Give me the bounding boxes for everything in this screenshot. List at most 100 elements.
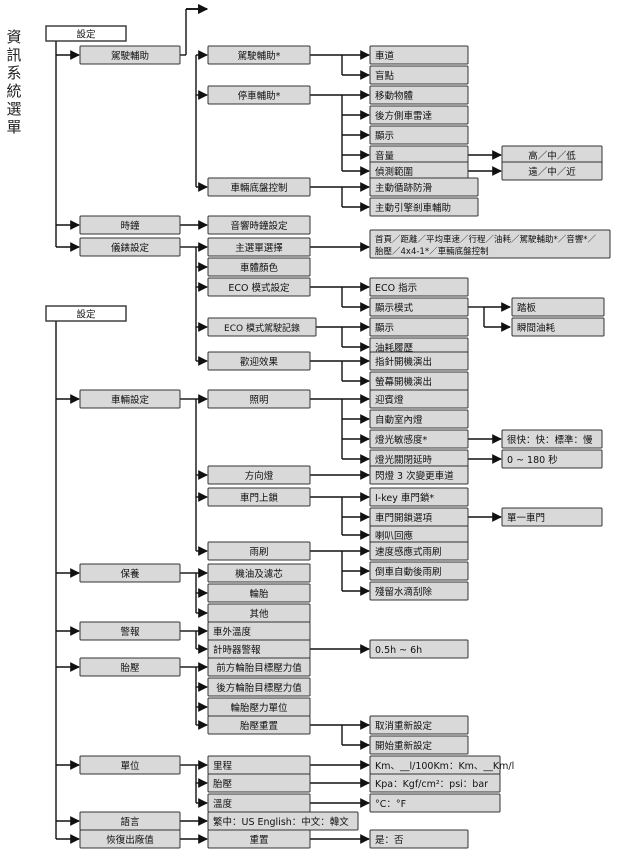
maintenance-item-1-label: 輪胎 (249, 588, 269, 600)
tire-item-1-label: 後方輪胎目標壓力值 (216, 682, 302, 694)
welcome-item-1-label: 螢幕開機演出 (375, 376, 432, 388)
eco-drive-record-label: ECO 模式駕駛記錄 (224, 322, 300, 334)
lighting-item-option-2-label: 很快：快：標準：慢 (507, 434, 593, 446)
unit-item-1: 胎壓 (207, 773, 311, 793)
body-color-label: 車體顏色 (240, 262, 279, 274)
driving-assist-sub: 駕駛輔助* (207, 45, 311, 65)
parking-item-1: 後方側車雷達 (369, 105, 469, 125)
chassis-item-0: 主動循跡防滑 (369, 177, 479, 197)
vehicle-sub-0-label: 照明 (249, 395, 268, 406)
reset-item-label: 重置 (249, 834, 268, 846)
parking-assist-label: 停車輔助* (238, 90, 281, 102)
group-units: 單位 (79, 755, 181, 775)
parking-option-4-label: 遠／中／近 (528, 166, 576, 178)
wiper-item-2: 殘留水滴刮除 (369, 581, 469, 601)
eco-item-1: 顯示模式 (369, 297, 469, 317)
door-lock-item-2: 喇叭回應 (369, 525, 469, 545)
unit-item-2-label: 溫度 (213, 798, 233, 810)
group-driving-assist: 駕駛輔助 (79, 45, 181, 65)
group-meter-settings: 儀錶設定 (79, 237, 181, 257)
eco-record-item-0: 顯示 (369, 317, 469, 337)
group-tire-pressure: 胎壓 (79, 657, 181, 677)
alarm-item-1: 計時器警報 (207, 639, 311, 659)
chassis-item-1: 主動引擎剎車輔助 (369, 197, 479, 217)
tire-reset-item-1-label: 開始重新設定 (375, 740, 433, 752)
main-menu-select: 主選單選擇 (207, 237, 311, 257)
eco-drive-record: ECO 模式駕駛記錄 (207, 317, 317, 337)
maintenance-item-1: 輪胎 (207, 583, 311, 603)
door-lock-item-option-1-label: 單一車門 (507, 512, 545, 524)
wiper-item-1: 倒車自動後雨刷 (369, 561, 469, 581)
welcome-item-0-label: 指針開機演出 (375, 356, 432, 368)
eco-display-mode-1-label: 瞬間油耗 (517, 322, 556, 334)
alarm-item-1-label: 計時器警報 (213, 644, 261, 656)
lighting-item-2: 燈光敏感度* (369, 429, 469, 449)
eco-item-0: ECO 指示 (369, 277, 469, 297)
lane-blind-item-0-label: 車道 (375, 50, 395, 62)
group-driving-assist-label: 駕駛輔助 (111, 50, 149, 62)
unit-item-option-0-label: Km、__l/100Km：Km、__Km/l (375, 761, 514, 772)
chassis-control: 車輛底盤控制 (207, 177, 311, 197)
group-clock-label: 時鐘 (120, 220, 140, 232)
reset-option-label: 是：否 (375, 835, 404, 846)
parking-assist: 停車輔助* (207, 85, 311, 105)
lane-blind-item-0: 車道 (369, 45, 469, 65)
parking-item-4: 偵測範圍 (369, 161, 469, 181)
welcome-item-1: 螢幕開機演出 (369, 371, 469, 391)
eco-record-item-0-label: 顯示 (375, 323, 394, 334)
door-lock-item-1-label: 車門開鎖選項 (375, 512, 433, 524)
lighting-item-1-label: 自動室內燈 (375, 414, 423, 426)
chassis-control-label: 車輛底盤控制 (230, 182, 287, 194)
reset-item: 重置 (207, 829, 311, 849)
tire-reset-item-0: 取消重新設定 (369, 715, 469, 735)
clock-setting-label: 音響時鐘設定 (230, 220, 288, 232)
parking-item-0-label: 移動物體 (375, 90, 414, 102)
menu-1-root: 設定 (45, 25, 127, 42)
alarm-item-0: 車外溫度 (207, 621, 311, 641)
group-alarm: 警報 (79, 621, 181, 641)
eco-item-0-label: ECO 指示 (375, 282, 417, 294)
tire-reset-item-0-label: 取消重新設定 (375, 720, 433, 732)
unit-item-option-2: °C：°F (369, 793, 501, 813)
group-language: 語言 (79, 811, 181, 831)
group-factory-reset: 恢復出廠值 (79, 829, 181, 849)
unit-item-0: 里程 (207, 755, 311, 775)
group-units-label: 單位 (120, 760, 140, 772)
welcome-effect-label: 歡迎效果 (240, 356, 279, 368)
group-maintenance: 保養 (79, 563, 181, 583)
chassis-item-0-label: 主動循跡防滑 (375, 182, 433, 194)
tire-item-2-label: 輪胎壓力單位 (230, 702, 288, 714)
group-vehicle-settings-label: 車輛設定 (111, 394, 150, 406)
door-lock-item-0-label: I-key 車門鎖* (375, 492, 434, 504)
language-options-label: 繁中：US English：中文：韓文 (213, 816, 349, 828)
language-options: 繁中：US English：中文：韓文 (207, 811, 359, 831)
main-menu-select-label: 主選單選擇 (235, 242, 283, 254)
main-menu-options-label: 首頁／距離／平均車速／行程／油耗／駕駛輔助*／音響*／ (375, 234, 597, 245)
eco-display-mode-1: 瞬間油耗 (511, 317, 605, 337)
body-color: 車體顏色 (207, 257, 311, 277)
lighting-item-2-label: 燈光敏感度* (375, 434, 428, 446)
eco-display-mode-0: 踏板 (511, 297, 605, 317)
tire-item-3-label: 胎壓重置 (240, 720, 278, 732)
turn-signal-item: 閃燈 3 次變更車道 (369, 465, 469, 485)
lane-blind-item-1: 盲點 (369, 65, 469, 85)
wiper-item-0: 速度感應式雨刷 (369, 541, 469, 561)
unit-item-option-1: Kpa：Kgf/cm²：psi：bar (369, 773, 501, 793)
welcome-item-0: 指針開機演出 (369, 351, 469, 371)
lighting-item-3-label: 燈光關閉延時 (375, 454, 433, 466)
group-vehicle-settings: 車輛設定 (79, 389, 181, 409)
door-lock-item-2-label: 喇叭回應 (375, 530, 414, 542)
lighting-item-1: 自動室內燈 (369, 409, 469, 429)
parking-option-4: 遠／中／近 (501, 161, 603, 181)
chassis-item-1-label: 主動引擎剎車輔助 (375, 202, 451, 214)
lighting-item-0: 迎賓燈 (369, 389, 469, 409)
group-meter-settings-label: 儀錶設定 (111, 242, 150, 254)
vehicle-sub-2-label: 車門上鎖 (240, 492, 279, 504)
main-menu-options: 首頁／距離／平均車速／行程／油耗／駕駛輔助*／音響*／胎壓／4x4-1*／車輛底… (369, 229, 611, 259)
maintenance-item-0: 機油及濾芯 (207, 563, 311, 583)
maintenance-item-0-label: 機油及濾芯 (235, 568, 283, 580)
tire-item-0-label: 前方輪胎目標壓力值 (216, 662, 302, 674)
door-lock-item-option-1: 單一車門 (501, 507, 603, 527)
vehicle-sub-1-label: 方向燈 (245, 470, 274, 482)
parking-item-0: 移動物體 (369, 85, 469, 105)
